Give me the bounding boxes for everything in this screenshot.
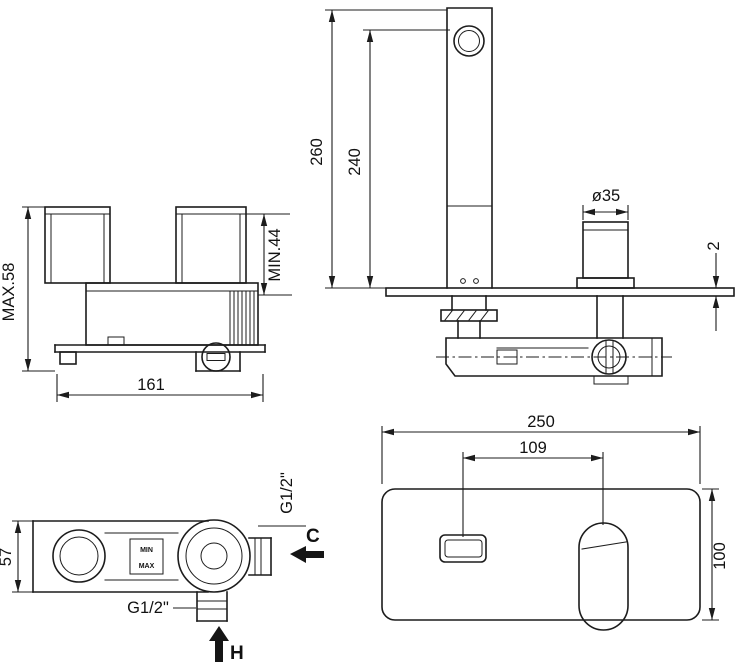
thread-hatch [229, 290, 255, 346]
valve-body-front [85, 282, 259, 346]
dim-plate-height: 100 [702, 488, 729, 621]
outlet-port-slot [206, 353, 226, 361]
view-plate-front: 250 109 100 [381, 413, 729, 631]
hot-flow-arrow [209, 626, 229, 662]
dim-plate-width: 250 [381, 413, 701, 484]
dim-valve-width: 161 [56, 374, 264, 402]
left-cylinder [44, 206, 111, 284]
dim-spout-total-height: 260 [308, 9, 447, 289]
wall-plate-front [381, 488, 701, 621]
view-spout-side: 260 240 ø35 2 [308, 7, 735, 385]
spout-front [439, 534, 487, 563]
mounting-base [54, 344, 266, 372]
dim-handle-diameter: ø35 [582, 187, 629, 220]
cartridge-circle [177, 519, 251, 593]
dim-spout-to-handle: 109 [462, 439, 604, 537]
flange-hatch [444, 310, 489, 321]
port-side-thread-label: G1/2" [278, 472, 296, 514]
spout-outlet-circle [453, 25, 485, 57]
set-screw [473, 278, 479, 284]
right-cylinder [175, 206, 247, 284]
wall-plate-side [385, 287, 735, 297]
dim-text-handle-diameter: ø35 [592, 187, 620, 205]
cold-inlet-port [248, 537, 272, 576]
dim-text-spout-to-handle: 109 [519, 439, 547, 457]
dim-text-max-height: MAX.58 [0, 263, 18, 322]
dim-plate-thickness: 2 [705, 241, 723, 331]
dim-text-valve-depth: 57 [0, 548, 15, 566]
hot-valve-circle [52, 529, 106, 583]
dim-text-total-height: 260 [308, 138, 326, 166]
view-valve-front: MAX.58 MIN.44 161 [0, 206, 292, 402]
hot-label: H [230, 643, 244, 664]
dim-text-plate-height: 100 [711, 542, 729, 570]
dim-min-setting-depth: MIN.44 [246, 213, 292, 296]
dim-max-height: MAX.58 [0, 206, 55, 372]
min-marking: MIN [140, 547, 153, 554]
view-valve-top: MIN MAX G1/2" C G1/2" H 57 [0, 472, 324, 664]
dim-text-plate-thickness: 2 [705, 241, 723, 250]
dim-text-valve-width: 161 [137, 376, 165, 394]
dim-text-outlet-height: 240 [346, 148, 364, 176]
spout-tube [446, 7, 493, 289]
cold-label: C [306, 526, 320, 547]
hot-inlet-port [196, 591, 228, 622]
dim-text-plate-width: 250 [527, 413, 555, 431]
body-tab [107, 336, 125, 346]
max-marking: MAX [139, 563, 155, 570]
port-bottom-thread-label: G1/2" [127, 599, 169, 617]
valve-body-side [436, 295, 672, 385]
dim-valve-depth: 57 [0, 520, 33, 593]
cold-flow-arrow [290, 546, 324, 563]
dim-text-min-depth: MIN.44 [266, 228, 284, 281]
handle-cylinder-side [576, 221, 635, 289]
dim-spout-outlet-height: 240 [346, 29, 450, 288]
adjustment-window [129, 538, 164, 575]
set-screw [460, 278, 466, 284]
handle-front [578, 522, 629, 631]
outlet-port-circle [201, 342, 231, 372]
